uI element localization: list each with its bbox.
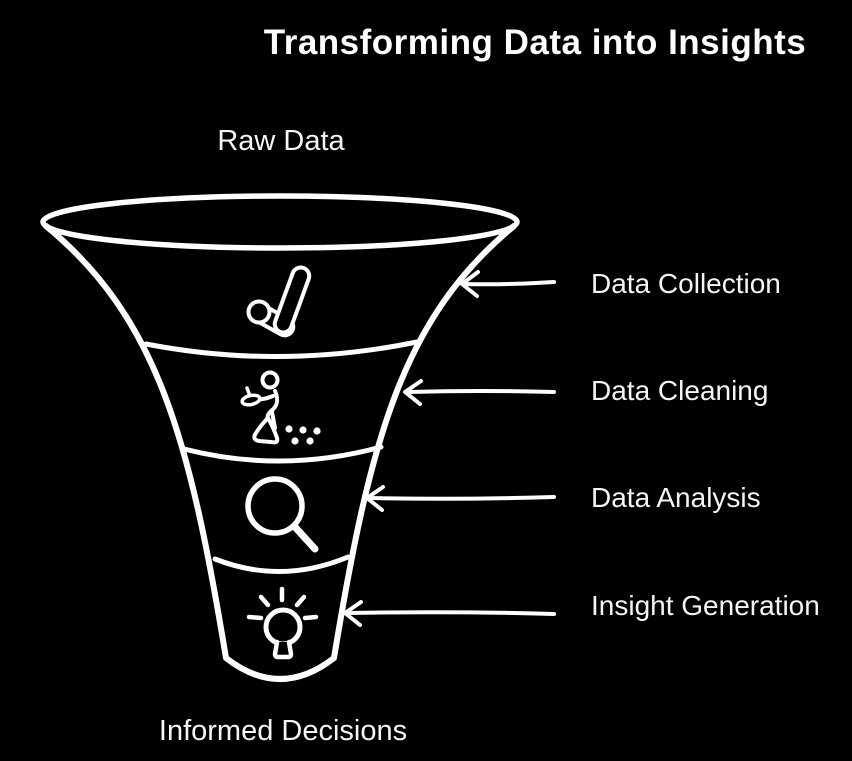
stage-label-data-analysis: Data Analysis bbox=[591, 482, 761, 513]
lightbulb-icon bbox=[246, 586, 319, 660]
arrow-data-collection bbox=[460, 270, 556, 298]
funnel-rim-ellipse bbox=[40, 193, 520, 251]
stage-label-insight-generation: Insight Generation bbox=[591, 590, 820, 621]
stage-label-data-collection: Data Collection bbox=[591, 268, 781, 299]
stage-divider-1 bbox=[143, 339, 420, 360]
magnifying-glass-icon bbox=[245, 476, 319, 553]
dust-dots bbox=[285, 425, 321, 445]
stage-label-data-cleaning: Data Cleaning bbox=[591, 375, 769, 406]
stage-divider-3 bbox=[212, 554, 351, 574]
arrow-data-analysis bbox=[365, 485, 556, 512]
arrow-data-cleaning bbox=[403, 379, 556, 406]
data-collection-icon bbox=[246, 265, 312, 338]
funnel-outline bbox=[43, 223, 517, 682]
funnel-bottom-label: Informed Decisions bbox=[158, 715, 408, 747]
sweeping-person-icon bbox=[240, 370, 321, 445]
funnel-top-label: Raw Data bbox=[217, 125, 345, 157]
arrow-insight-generation bbox=[343, 600, 556, 627]
stage-divider-2 bbox=[181, 444, 384, 464]
diagram-title: Transforming Data into Insights bbox=[263, 23, 807, 62]
